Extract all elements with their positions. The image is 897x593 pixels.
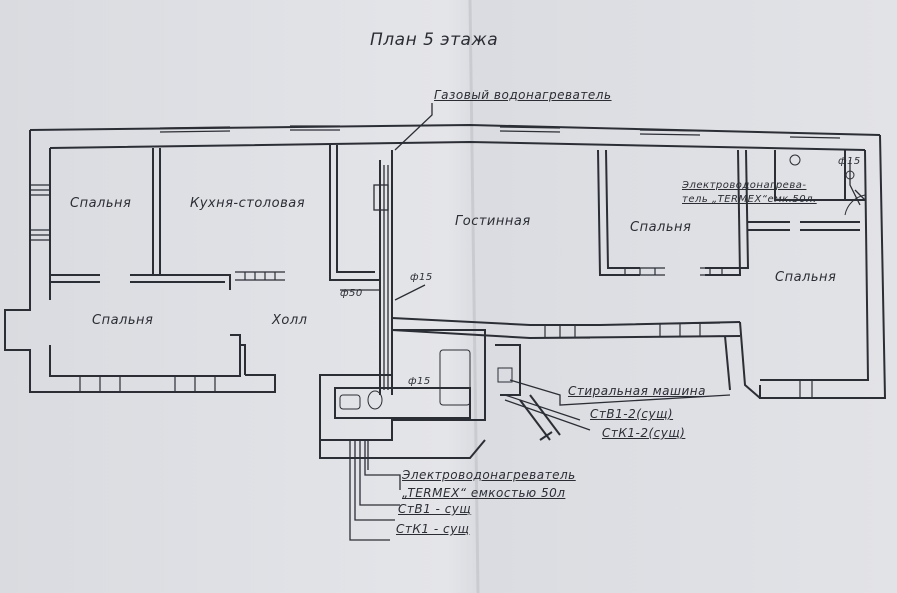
label-washing-machine: Стиральная машина: [568, 384, 706, 398]
windows: [30, 125, 841, 399]
fixtures: [339, 154, 866, 410]
bedroom2-right-wall: [705, 149, 750, 276]
walls: [4, 123, 887, 459]
label-electric-heater-right-2: тель „TERMEX“емк.50л.: [682, 194, 817, 205]
window-bottom-mid: [160, 375, 230, 393]
window-top-4: [639, 129, 701, 136]
label-electric-heater-right-1: Электроводонагрева-: [682, 180, 807, 191]
dim-d15-a: ф15: [410, 272, 433, 283]
partition-bedroom-kitchen: [50, 148, 231, 290]
gas-heater-box: [373, 184, 389, 211]
fold-line: [468, 0, 480, 593]
dim-d15-b: ф15: [408, 376, 431, 387]
bedroom4-left-wall: [724, 321, 761, 399]
outer-wall-left-inner: [49, 148, 241, 377]
leader-right: [504, 379, 731, 431]
window-living-low: [535, 324, 590, 339]
window-hall: [235, 271, 285, 281]
room-label-bedroom-3: Спальня: [775, 270, 837, 285]
window-bedroom2-r: [700, 267, 735, 276]
window-bottom-left: [70, 375, 130, 393]
plan-title: План 5 этажа: [370, 30, 499, 50]
window-top-3: [499, 126, 561, 133]
room-label-hall: Холл: [272, 313, 308, 328]
label-stk1: СтК1 - сущ: [396, 522, 470, 536]
window-bedroom2: [610, 267, 665, 276]
label-gas-heater: Газовый водонагреватель: [434, 88, 612, 102]
bedroom3-top-wall: [748, 221, 860, 231]
right-bath-fixture-2: [845, 170, 855, 180]
label-stv1: СтВ1 - сущ: [398, 502, 472, 516]
hall-stepped-wall: [230, 334, 246, 375]
toilet: [367, 390, 383, 410]
label-electric-heater-bottom-2: „TERMEX“ емкостью 50л: [402, 486, 566, 500]
room-label-bedroom-2: Спальня: [630, 220, 692, 235]
room-label-bedroom-4: Спальня: [92, 313, 154, 328]
pipes: [340, 103, 866, 541]
room-label-living: Гостинная: [455, 214, 531, 229]
window-top-1: [159, 126, 231, 133]
right-bath-walls: [774, 150, 865, 201]
sink: [339, 394, 361, 410]
door-arc: [844, 194, 866, 216]
kitchen-right-wall: [329, 145, 380, 281]
outer-wall-top-inner: [49, 140, 866, 151]
window-top-2: [290, 125, 340, 131]
dim-d15-c: ф15: [838, 156, 861, 167]
gas-heater-leader: [394, 103, 433, 151]
bathroom-step: [319, 439, 486, 459]
outer-wall-left: [4, 130, 276, 393]
label-electric-heater-bottom-1: Электроводонагреватель: [402, 468, 576, 482]
bathtub: [439, 349, 471, 406]
bathroom-walls: [319, 329, 486, 441]
window-living-low2: [644, 322, 721, 338]
leader-bottom-1: [364, 440, 401, 490]
bedroom2-left-wall: [597, 149, 640, 276]
window-left: [30, 184, 50, 241]
window-top-5: [789, 132, 841, 139]
dim-d50: ф50: [340, 288, 363, 299]
room-label-bedroom-1: Спальня: [70, 196, 132, 211]
leader-bottom-2: [349, 440, 400, 541]
room-label-kitchen: Кухня-столовая: [190, 196, 306, 211]
label-stk1-2: СтК1-2(сущ): [602, 426, 686, 440]
label-stv1-2: СтВ1-2(сущ): [590, 407, 674, 421]
wet-area-wall: [495, 344, 521, 396]
living-lower-wall: [391, 317, 741, 340]
right-bath-fixture: [789, 154, 801, 166]
outer-wall-top: [29, 123, 881, 136]
dim-line-15: [394, 284, 426, 301]
window-bottom-right: [790, 379, 825, 399]
washer: [497, 367, 513, 383]
bathroom-inner: [334, 387, 471, 419]
shaft-wall: [379, 150, 393, 395]
